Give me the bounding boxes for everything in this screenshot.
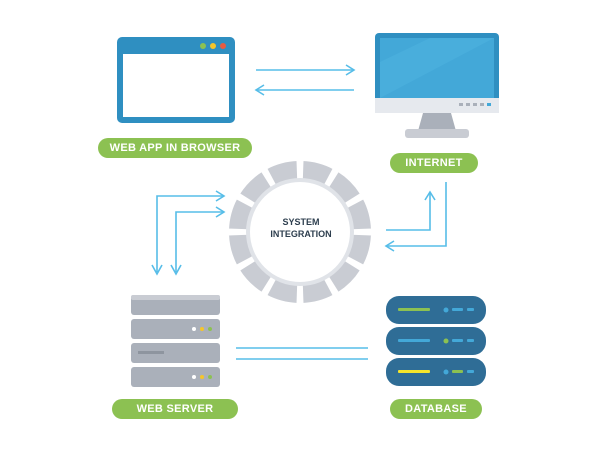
- database-label: DATABASE: [390, 399, 482, 419]
- web-server-label: WEB SERVER: [112, 399, 238, 419]
- hub-label-line1: SYSTEM: [282, 217, 320, 227]
- server-rack-icon: [131, 295, 220, 387]
- database-icon: [386, 296, 486, 386]
- hub-label: SYSTEM INTEGRATION: [262, 216, 340, 240]
- browser-internet-arrows: [254, 64, 356, 96]
- internet-label: INTERNET: [390, 153, 478, 173]
- hub-server-arrows: [151, 190, 226, 276]
- server-database-lines: [236, 347, 368, 360]
- browser-window-icon: [117, 37, 235, 123]
- hub-label-line2: INTEGRATION: [270, 229, 332, 239]
- hub-internet-arrows: [384, 182, 447, 252]
- browser-label: WEB APP IN BROWSER: [98, 138, 252, 158]
- monitor-icon: [375, 33, 499, 138]
- gear-icon: [227, 159, 373, 305]
